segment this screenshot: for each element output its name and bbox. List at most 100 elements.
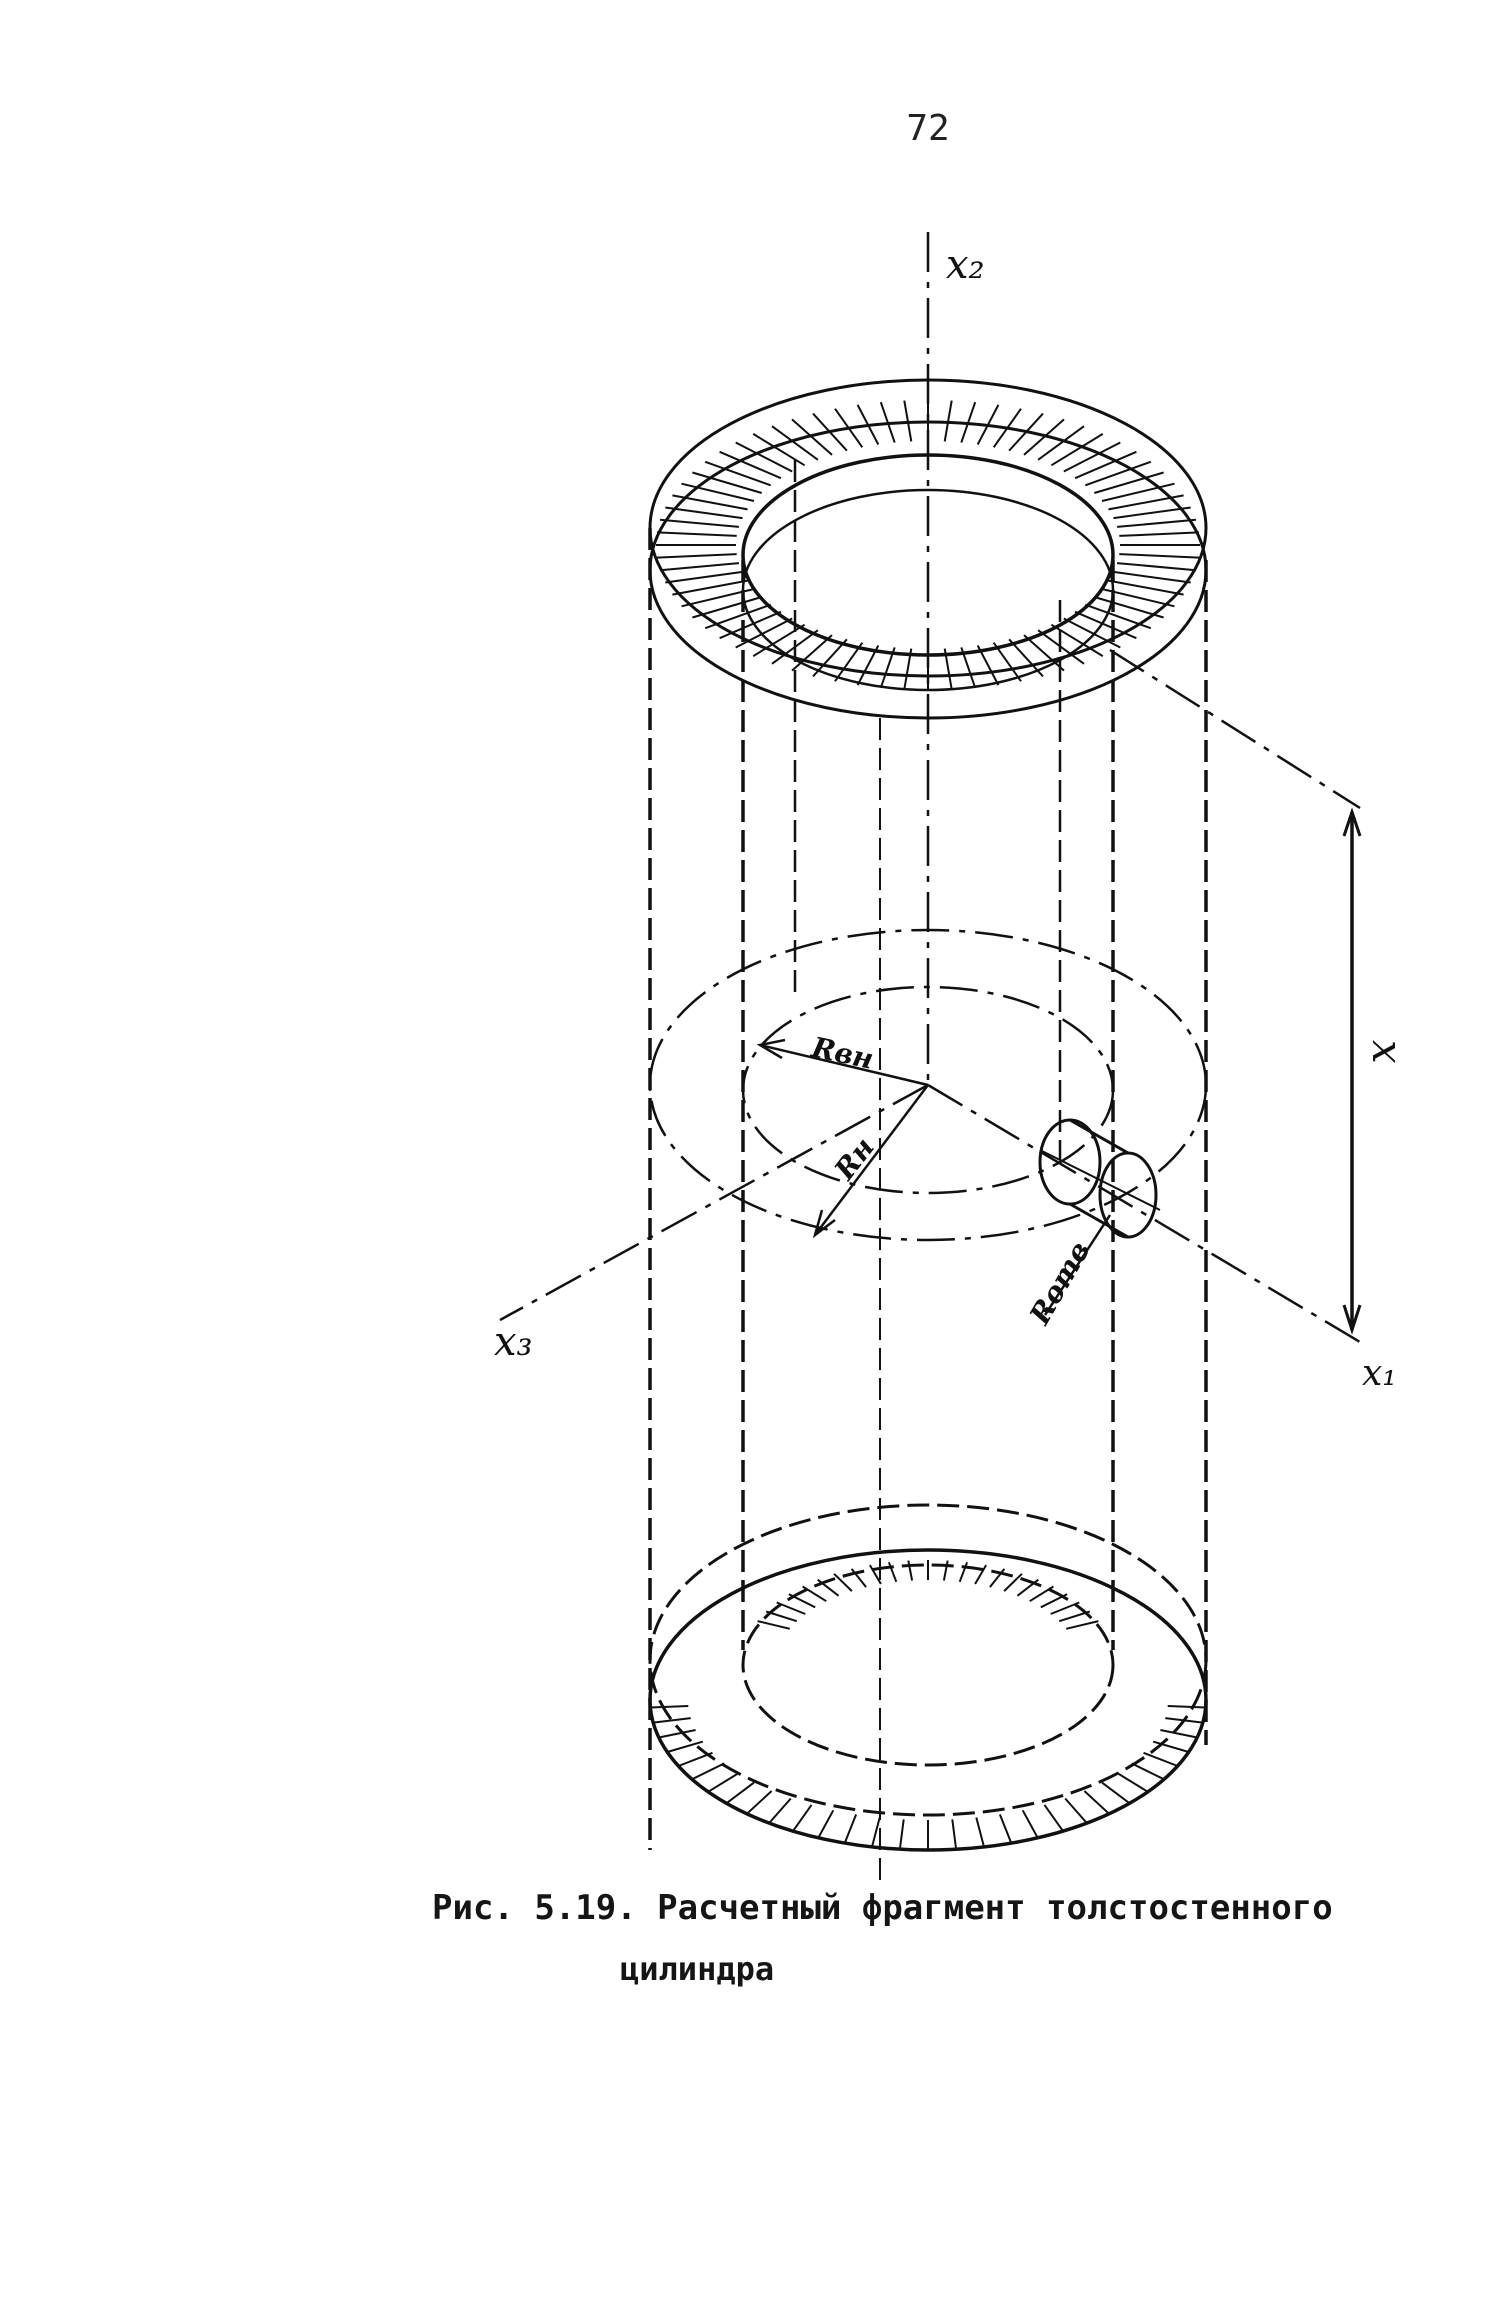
top-hatch-mark	[812, 412, 848, 452]
top-hatch-mark	[1084, 603, 1152, 630]
bottom-inner-hatch-mark	[1003, 1573, 1023, 1592]
top-hatch-mark	[1117, 562, 1196, 572]
bottom-hatch-mark	[1021, 1809, 1039, 1839]
bottom-inner-hatch-mark	[989, 1568, 1006, 1588]
dimension-x-arrow-bottom	[1342, 1304, 1362, 1335]
hole-top-edge	[1069, 1118, 1129, 1155]
bottom-hatch-mark	[1143, 1751, 1178, 1767]
top-hatch-mark	[1119, 531, 1200, 537]
top-hatch-mark	[1094, 471, 1164, 494]
bottom-hatch-mark	[951, 1819, 958, 1850]
top-hatch-mark	[1008, 412, 1044, 452]
top-hatch-mark	[665, 570, 743, 584]
bottom-hatch-mark	[650, 1705, 689, 1709]
top-hatch-mark	[791, 418, 833, 456]
top-hatch-mark	[960, 647, 977, 689]
top-hatch-mark	[992, 408, 1022, 448]
top-hatch-mark	[1008, 638, 1044, 678]
bottom-inner-hatch-mark	[1029, 1585, 1054, 1603]
axis-x3	[499, 1083, 929, 1322]
hole-radius-leader	[1043, 1214, 1112, 1316]
bottom-hatch-mark	[746, 1790, 773, 1815]
bottom-outer-ellipse-lower	[648, 1548, 1208, 1852]
top-hatch-mark	[735, 617, 793, 649]
figure-caption-line1: Рис. 5.19. Расчетный фрагмент толстостен…	[432, 1888, 1333, 1928]
top-hatch-mark	[665, 506, 743, 520]
bottom-hatch-mark	[998, 1814, 1013, 1844]
top-hatch-mark	[976, 404, 1000, 445]
mid-inner-ellipse	[741, 985, 1115, 1195]
bottom-inner-hatch-mark	[1065, 1620, 1099, 1630]
radius-outer-arrow	[812, 1209, 836, 1239]
bottom-outer-ellipse	[648, 1503, 1208, 1817]
radius-hole-label: Rотв	[1023, 1235, 1097, 1330]
top-hatch-mark	[656, 531, 737, 537]
bottom-hatch-mark	[1167, 1705, 1206, 1709]
top-hatch-mark	[903, 648, 913, 690]
bottom-hatch-mark	[843, 1814, 858, 1844]
bottom-inner-hatch-mark	[788, 1593, 816, 1609]
bottom-hatch-mark	[792, 1804, 813, 1832]
bottom-hatch-mark	[678, 1751, 713, 1767]
bottom-hatch-mark	[1160, 1729, 1198, 1739]
dimension-helper-top	[1109, 648, 1361, 810]
bottom-hatch-mark	[725, 1781, 755, 1805]
bottom-inner-hatch-mark	[907, 1560, 914, 1581]
top-hatch-mark	[856, 404, 880, 445]
axis-x2-label: x₂	[946, 242, 985, 288]
bottom-hatch-mark	[1083, 1790, 1110, 1815]
bottom-hatch-mark	[1152, 1740, 1189, 1753]
bottom-inner-hatch-mark	[1058, 1610, 1091, 1623]
top-hatch-mark	[1113, 570, 1191, 584]
top-hatch-mark	[704, 603, 772, 630]
top-hatch-mark	[1050, 623, 1104, 657]
top-hatch-mark	[1113, 506, 1191, 520]
top-hatch-mark	[692, 471, 762, 494]
radius-outer-line	[814, 1084, 929, 1236]
top-hatch-mark	[1050, 433, 1104, 467]
top-hatch-mark	[976, 645, 1000, 686]
bottom-hatch-mark	[1101, 1781, 1131, 1805]
top-hatch-mark	[812, 638, 848, 678]
bottom-inner-hatch-mark	[974, 1564, 987, 1585]
bottom-hatch-mark	[768, 1797, 792, 1824]
dimension-x-label: x	[1363, 1040, 1412, 1064]
bottom-hatch-mark	[1117, 1772, 1149, 1793]
axis-x1	[927, 1083, 1361, 1344]
bottom-hatch-mark	[1043, 1804, 1064, 1832]
dimension-x-arrow-top	[1342, 807, 1362, 837]
bottom-inner-hatch-mark	[850, 1568, 867, 1588]
hole-axis-line	[1039, 1149, 1161, 1211]
top-hatch-mark	[660, 518, 739, 528]
mid-outer-ellipse	[648, 928, 1208, 1242]
top-hatch-mark	[1101, 482, 1175, 502]
top-hatch-mark	[834, 408, 864, 448]
top-hatch-mark	[704, 460, 772, 487]
bottom-hatch-mark	[653, 1717, 691, 1724]
top-hatch-mark	[1063, 441, 1121, 473]
bottom-inner-hatch-mark	[817, 1578, 840, 1597]
top-hatch-mark	[943, 400, 953, 442]
bottom-inner-hatch-mark	[887, 1561, 898, 1583]
top-hatch-mark	[656, 553, 737, 559]
top-hatch-mark	[1108, 494, 1184, 511]
radius-inner-label: Rвн	[808, 1030, 877, 1075]
bottom-hatch-mark	[898, 1819, 905, 1850]
bottom-inner-hatch-mark	[1016, 1578, 1039, 1597]
top-hatch-mark	[834, 642, 864, 682]
bottom-hatch-mark	[871, 1817, 881, 1848]
top-hatch-mark	[1074, 610, 1137, 640]
bottom-hatch-mark	[975, 1817, 985, 1848]
bottom-inner-hatch-mark	[776, 1601, 806, 1615]
top-hatch-mark	[1094, 596, 1164, 619]
bottom-hatch-mark	[658, 1729, 696, 1739]
bottom-inner-hatch-mark	[1040, 1593, 1068, 1609]
bottom-hatch-mark	[817, 1809, 835, 1839]
top-hatch-mark	[903, 400, 913, 442]
top-hatch-mark	[1119, 553, 1200, 559]
bottom-inner-hatch-mark	[1050, 1601, 1080, 1615]
top-hatch-mark	[992, 642, 1022, 682]
top-hatch-mark	[1108, 579, 1184, 596]
top-hatch-mark	[1037, 425, 1085, 461]
